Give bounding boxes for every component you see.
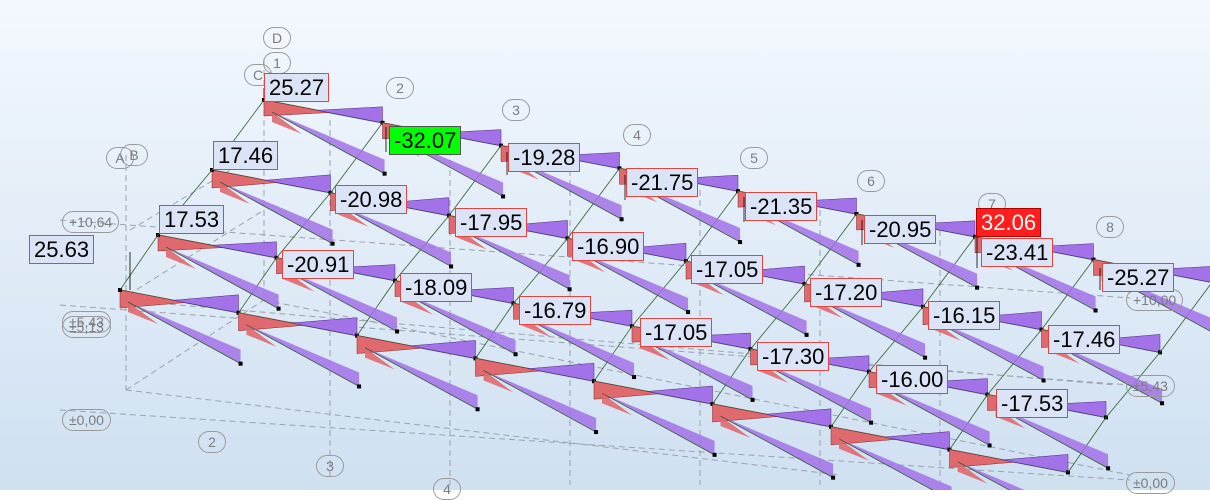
node-marker (923, 356, 927, 360)
grid-bubble-5: 5 (740, 147, 768, 169)
node-marker (568, 287, 572, 291)
node-marker (857, 263, 861, 267)
shelf-beam (128, 302, 241, 364)
node-marker (988, 443, 992, 447)
grid-bubble-2: 2 (386, 77, 414, 99)
moment-label: 25.27 (264, 73, 329, 102)
shelf-beam (602, 393, 715, 455)
shelf-beam (365, 348, 478, 410)
level-bubble-10-64: +10,64 (62, 211, 119, 233)
node-marker (357, 384, 361, 388)
moment-label: -23.41 (981, 238, 1053, 267)
moment-label: -17.53 (996, 389, 1068, 418)
grid-bubble-3-front: 3 (316, 455, 344, 477)
grid-bubble-8: 8 (1096, 216, 1124, 238)
moment-label: -20.98 (335, 185, 407, 214)
node-marker (831, 476, 835, 480)
node-marker (686, 310, 690, 314)
moment-label: -20.91 (282, 250, 354, 279)
moment-label: -17.05 (640, 318, 712, 347)
shelf-beam (220, 182, 333, 244)
node-marker (805, 333, 809, 337)
node-marker (1094, 308, 1098, 312)
node-marker (1042, 378, 1046, 382)
grid-bubble-b: B (120, 144, 148, 166)
transverse-beam (120, 235, 158, 290)
node-marker (975, 286, 979, 290)
grid-bubble-4: 4 (623, 124, 651, 146)
moment-label: -21.75 (626, 168, 698, 197)
moment-negative (884, 432, 949, 450)
moment-negative (410, 340, 475, 358)
node-marker (751, 398, 755, 402)
node-marker (1160, 401, 1164, 405)
node-marker (239, 362, 243, 366)
node-marker (514, 352, 518, 356)
moment-negative (647, 386, 712, 404)
node-marker (501, 194, 505, 198)
moment-negative (173, 295, 238, 313)
level-bubble-0-right: ±0,00 (1126, 472, 1175, 494)
node-marker (738, 240, 742, 244)
moment-negative (292, 318, 357, 336)
node-marker (395, 329, 399, 333)
moment-negative (317, 107, 382, 123)
moment-label: 25.63 (29, 235, 94, 264)
grid-bubble-6: 6 (857, 170, 885, 192)
moment-label: 17.53 (159, 205, 224, 234)
grid-bubble-d: D (263, 27, 291, 49)
node-marker (869, 421, 873, 425)
moment-label: -16.00 (876, 365, 948, 394)
moment-negative (1003, 454, 1068, 472)
node-marker (632, 375, 636, 379)
moment-label: -17.20 (810, 278, 882, 307)
level-bubble-5-13-left: ±5,13 (62, 316, 111, 338)
node-marker (331, 242, 335, 246)
moment-label: -16.15 (928, 301, 1000, 330)
moment-label: -18.09 (400, 273, 472, 302)
node-marker (594, 430, 598, 434)
moment-negative (529, 363, 594, 381)
moment-negative (265, 175, 330, 193)
moment-negative (211, 242, 276, 258)
moment-label: -16.90 (572, 232, 644, 261)
node-marker (1106, 466, 1110, 470)
grid-bubble-4-front: 4 (433, 478, 461, 500)
grid-bubble-2-front: 2 (198, 431, 226, 453)
moment-label: -17.95 (455, 208, 527, 237)
node-marker (713, 453, 717, 457)
moment-label-max: 32.06 (976, 208, 1041, 237)
moment-label: 17.46 (213, 141, 278, 170)
grid-bubble-3: 3 (502, 99, 530, 121)
moment-label: -16.79 (519, 296, 591, 325)
node-marker (620, 217, 624, 221)
moment-label: -17.05 (691, 255, 763, 284)
node-marker (383, 172, 387, 176)
moment-label: -17.46 (1048, 325, 1120, 354)
moment-label: -17.30 (757, 342, 829, 371)
shelf-beam (484, 370, 597, 432)
moment-label: -19.28 (508, 143, 580, 172)
moment-label-min: -32.07 (389, 126, 461, 155)
level-bubble-5-43-right: ±5,43 (1126, 375, 1175, 397)
node-marker (476, 407, 480, 411)
shelf-beam (721, 416, 834, 478)
shelf-beam (339, 205, 452, 267)
moment-label: -20.95 (864, 215, 936, 244)
moment-label: -25.27 (1102, 263, 1174, 292)
node-marker (277, 307, 281, 311)
level-bubble-10-00-right: +10,00 (1126, 289, 1183, 311)
level-bubble-0-left: ±0,00 (62, 409, 111, 431)
moment-label: -21.35 (745, 192, 817, 221)
shelf-beam (247, 325, 360, 387)
node-marker (449, 264, 453, 268)
moment-negative (766, 409, 831, 427)
grid-line (126, 390, 840, 475)
